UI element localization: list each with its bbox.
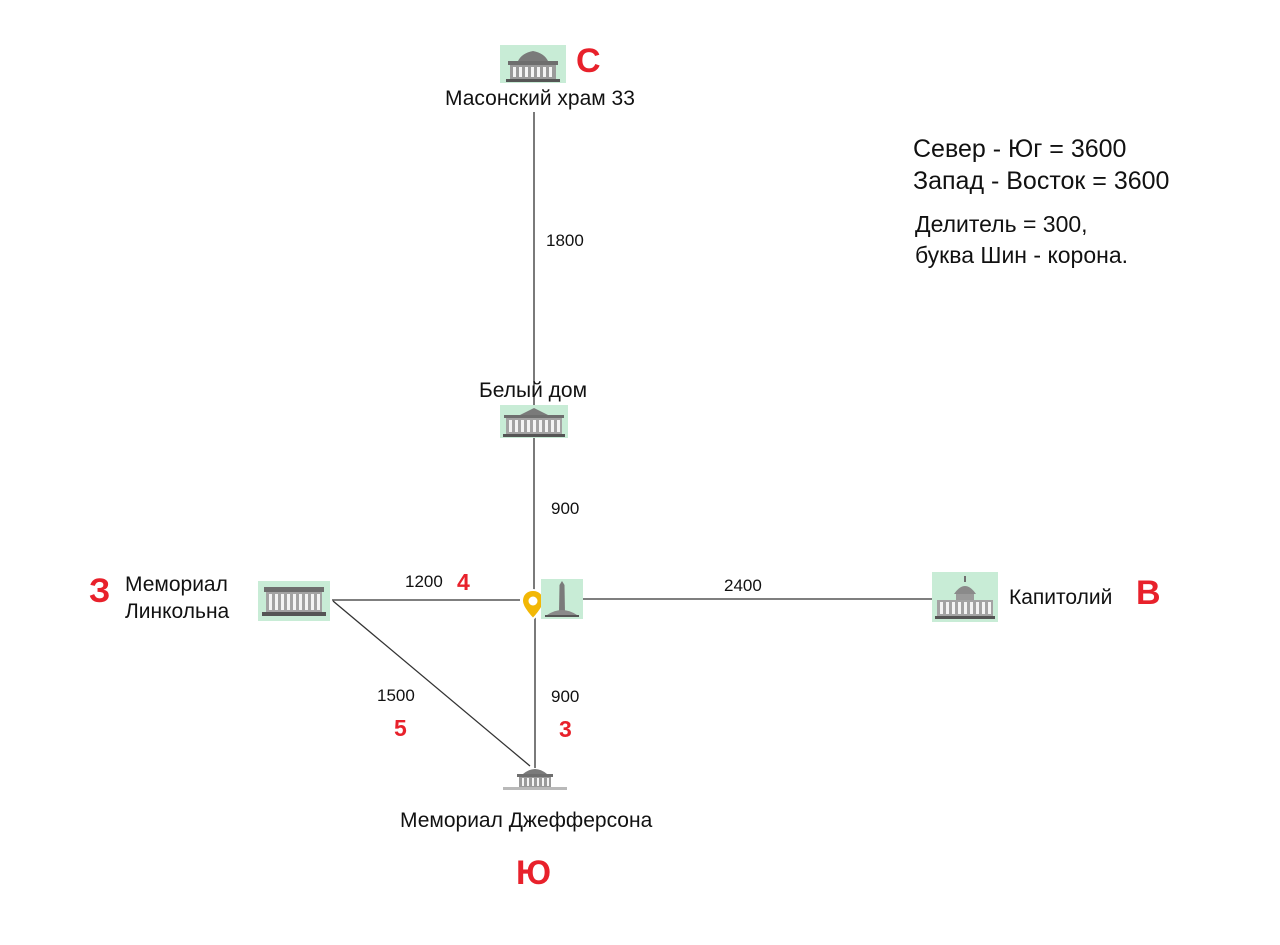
distance-center-jefferson: 900 <box>551 687 580 706</box>
place-label-capitol: Капитолий <box>1009 586 1113 609</box>
line-lincoln-jefferson <box>332 600 531 767</box>
capitol-icon <box>932 572 998 622</box>
note-north-south: Север - Юг = 3600 <box>913 135 1127 163</box>
note-letter-shin: буква Шин - корона. <box>915 242 1129 268</box>
note-divisor: Делитель = 300, <box>915 211 1088 237</box>
distance-lincoln-center: 1200 <box>405 572 443 591</box>
distance-whitehouse-center: 900 <box>551 499 580 518</box>
digit-lincoln-jefferson: 5 <box>394 715 407 741</box>
note-west-east: Запад - Восток = 3600 <box>913 167 1170 195</box>
distance-temple-whitehouse: 1800 <box>546 231 584 250</box>
direction-north-label: С <box>576 42 601 80</box>
lincoln-memorial-icon <box>258 581 330 621</box>
direction-south-label: Ю <box>516 854 552 892</box>
jefferson-memorial-icon <box>503 766 567 792</box>
distance-center-capitol: 2400 <box>724 576 762 595</box>
place-label-lincoln-line2: Линкольна <box>125 600 230 623</box>
direction-east-label: В <box>1136 574 1161 612</box>
direction-west-label: З <box>89 572 111 610</box>
place-label-lincoln-line1: Мемориал <box>125 573 228 596</box>
digit-center-jefferson: 3 <box>559 716 572 742</box>
digit-lincoln-center: 4 <box>457 569 470 595</box>
distance-lincoln-jefferson: 1500 <box>377 686 415 705</box>
white-house-icon <box>500 405 568 438</box>
place-label-jefferson: Мемориал Джефферсона <box>400 809 653 832</box>
place-label-white-house: Белый дом <box>479 379 588 402</box>
building-icon <box>500 45 566 83</box>
monument-icon <box>541 579 583 619</box>
place-label-masonic-temple: Масонский храм 33 <box>445 87 635 110</box>
